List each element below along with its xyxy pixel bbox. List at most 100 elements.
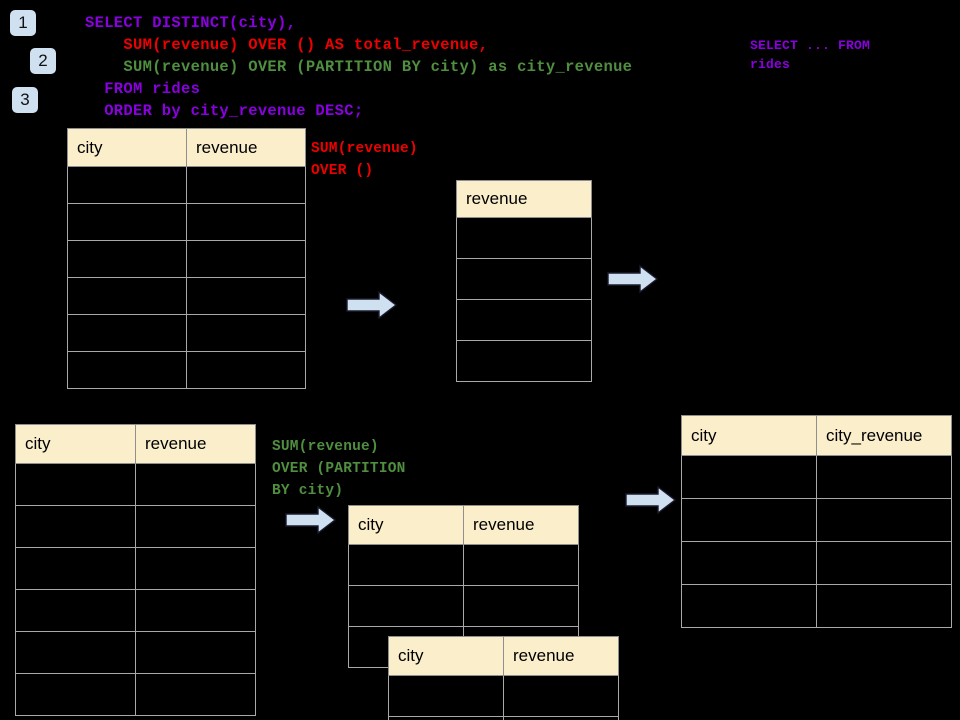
cell-city xyxy=(67,166,187,204)
cell-revenue xyxy=(186,203,306,241)
cell-city xyxy=(15,631,136,674)
table-header-row: city city_revenue xyxy=(681,415,952,456)
cell-revenue xyxy=(186,166,306,204)
arrow-right-icon-4 xyxy=(625,485,677,515)
cell-revenue xyxy=(135,547,256,590)
table-header-row: city revenue xyxy=(348,505,579,545)
cell-revenue xyxy=(186,351,306,389)
column-header-city: city xyxy=(388,636,504,676)
cell-revenue xyxy=(135,631,256,674)
cell-revenue xyxy=(135,673,256,716)
cell-revenue xyxy=(463,585,579,627)
cell-city-revenue xyxy=(816,498,952,542)
query-line-5: ORDER by city_revenue DESC; xyxy=(85,102,364,120)
table-row xyxy=(681,498,952,542)
query-line-4: FROM rides xyxy=(85,80,201,98)
table-row xyxy=(388,675,619,717)
column-header-city: city xyxy=(348,505,464,545)
cell-city xyxy=(67,277,187,315)
cell-revenue xyxy=(186,314,306,352)
cell-revenue xyxy=(186,277,306,315)
table-row xyxy=(67,277,306,315)
column-header-revenue: revenue xyxy=(456,180,592,218)
cell-city xyxy=(681,584,817,628)
table-row xyxy=(388,716,619,720)
table-row xyxy=(348,585,579,627)
table-row xyxy=(15,463,256,506)
cell-city xyxy=(681,541,817,585)
cell-revenue xyxy=(135,589,256,632)
query-line-2: SUM(revenue) OVER () AS total_revenue, xyxy=(85,36,489,54)
cell-city xyxy=(15,547,136,590)
cell-revenue xyxy=(456,299,592,341)
cell-revenue xyxy=(503,675,619,717)
cell-city-revenue xyxy=(816,584,952,628)
column-header-city-revenue: city_revenue xyxy=(816,415,952,456)
table-row xyxy=(15,547,256,590)
cell-revenue xyxy=(186,240,306,278)
cell-revenue xyxy=(135,463,256,506)
result-table: city city_revenue xyxy=(681,415,952,628)
cell-city xyxy=(67,240,187,278)
cell-revenue xyxy=(456,217,592,259)
rides-table-top: city revenue xyxy=(67,128,306,389)
arrow-right-icon-2 xyxy=(607,264,659,294)
table-row xyxy=(681,541,952,585)
table-row xyxy=(67,166,306,204)
cell-city-revenue xyxy=(816,541,952,585)
query-line-3: SUM(revenue) OVER (PARTITION BY city) as… xyxy=(85,58,633,76)
annotation-over-partition: SUM(revenue) OVER (PARTITION BY city) xyxy=(272,439,406,499)
cell-city xyxy=(67,314,187,352)
table-row xyxy=(67,314,306,352)
cell-city xyxy=(348,544,464,586)
table-row xyxy=(67,240,306,278)
column-header-revenue: revenue xyxy=(135,424,256,464)
column-header-city: city xyxy=(681,415,817,456)
column-header-city: city xyxy=(67,128,187,167)
table-header-row: city revenue xyxy=(67,128,306,167)
table-row xyxy=(15,673,256,716)
table-row xyxy=(15,589,256,632)
table-header-row: city revenue xyxy=(388,636,619,676)
cell-revenue xyxy=(456,258,592,300)
table-header-row: city revenue xyxy=(15,424,256,464)
table-header-row: revenue xyxy=(456,180,592,218)
cell-city xyxy=(388,716,504,720)
arrow-right-icon-3 xyxy=(285,505,337,535)
cell-city xyxy=(15,505,136,548)
cell-city xyxy=(681,455,817,499)
cell-revenue xyxy=(463,544,579,586)
cell-revenue xyxy=(135,505,256,548)
cell-revenue xyxy=(503,716,619,720)
annotation-source-select: SELECT ... FROM rides xyxy=(750,38,871,72)
table-row xyxy=(456,217,592,259)
table-row xyxy=(348,544,579,586)
cell-city xyxy=(67,203,187,241)
table-row xyxy=(15,631,256,674)
cell-city xyxy=(15,589,136,632)
table-row xyxy=(67,203,306,241)
arrow-right-icon-1 xyxy=(346,290,398,320)
table-row xyxy=(15,505,256,548)
cell-city xyxy=(681,498,817,542)
cell-city xyxy=(67,351,187,389)
cell-city xyxy=(15,463,136,506)
cell-city xyxy=(388,675,504,717)
total-revenue-table: revenue xyxy=(456,180,592,382)
annotation-over-empty: SUM(revenue) OVER () xyxy=(311,141,418,179)
step-badge-3: 3 xyxy=(12,87,38,113)
rides-table-bottom: city revenue xyxy=(15,424,256,716)
table-row xyxy=(456,258,592,300)
cell-city xyxy=(348,585,464,627)
table-row xyxy=(681,455,952,499)
table-row xyxy=(456,340,592,382)
step-badge-2: 2 xyxy=(30,48,56,74)
partition-table-front: city revenue xyxy=(388,636,619,720)
step-badge-1: 1 xyxy=(10,10,36,36)
cell-revenue xyxy=(456,340,592,382)
table-row xyxy=(67,351,306,389)
column-header-city: city xyxy=(15,424,136,464)
column-header-revenue: revenue xyxy=(503,636,619,676)
table-row xyxy=(456,299,592,341)
